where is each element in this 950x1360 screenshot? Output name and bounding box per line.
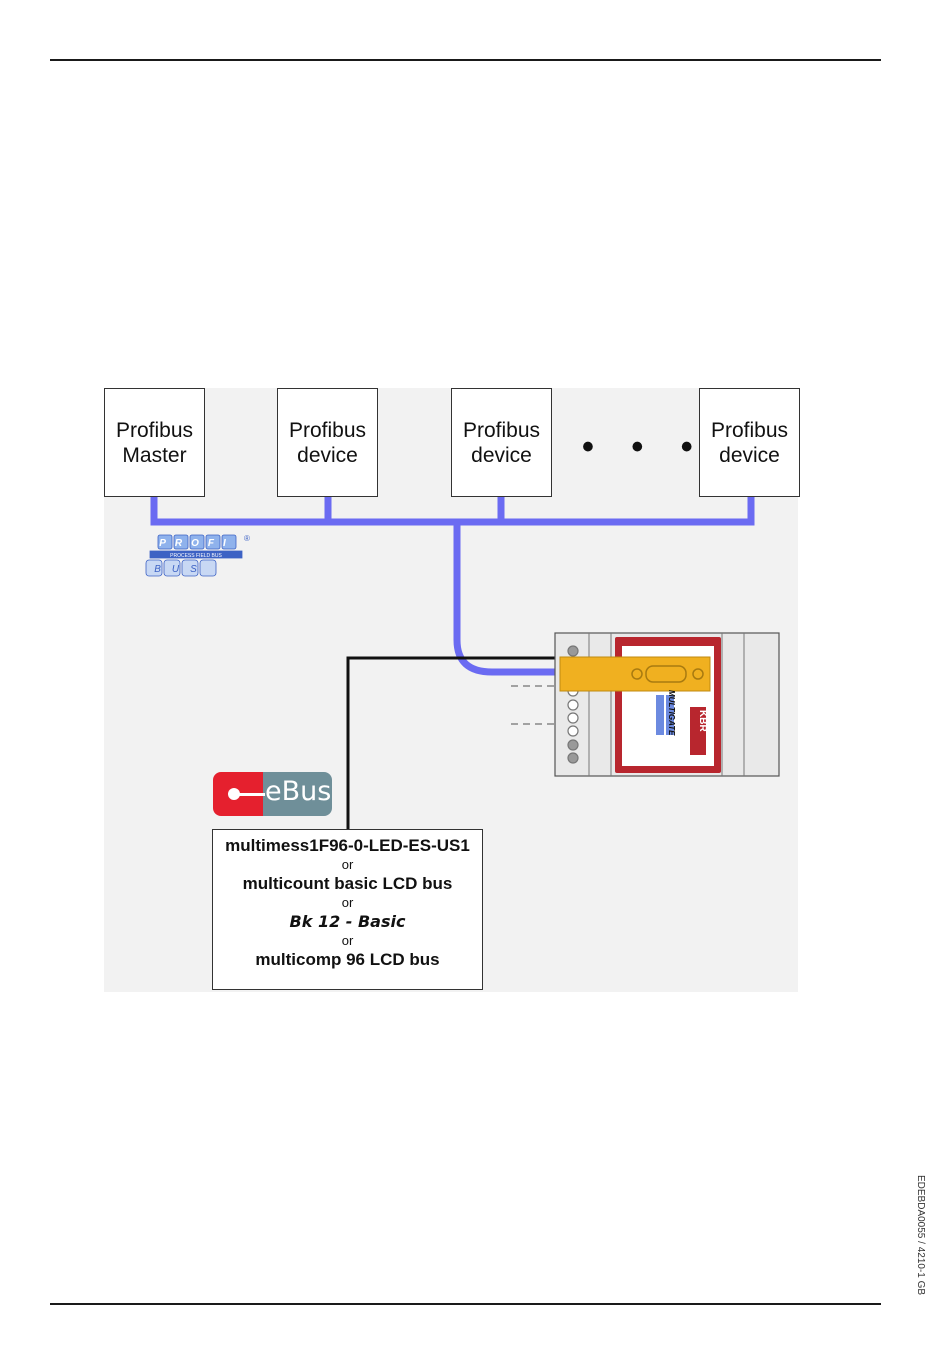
profibus-device-box-1: Profibus device [277,388,378,497]
or-label-2: or [213,895,482,911]
ebus-logo: eBus [213,772,332,816]
gateway-model-label: MULTIGATE [667,690,676,735]
device-name-1: multimess1F96-0-LED-ES-US1 [213,835,482,857]
ebus-devices-box: multimess1F96-0-LED-ES-US1 or multicount… [212,829,483,990]
profibus-connector [560,657,710,691]
profibus-logo-bottom: BUS [154,564,208,575]
ellipsis-dots: • • • [582,428,707,467]
profibus-master-box: Profibus Master [104,388,205,497]
profibus-logo: PROFI PROCESS FIELD BUS BUS ® [142,533,254,581]
profibus-logo-mid: PROCESS FIELD BUS [170,553,222,559]
profibus-device-box-2: Profibus device [451,388,552,497]
device-name-3: Bk 12 - Basic [213,911,482,933]
ebus-logo-text: eBus [265,776,331,807]
bottom-rule [50,1303,881,1305]
device-name-4: multicomp 96 LCD bus [213,949,482,971]
profibus-main-bus [154,497,751,522]
document-id: EDEBDA0055 / 4210-1 GB [915,1175,926,1295]
profibus-device-box-3: Profibus device [699,388,800,497]
ebus-line [348,658,560,829]
ebus-line-icon [239,793,265,796]
profibus-logo-top: PROFI [159,538,235,549]
or-label-3: or [213,933,482,949]
or-label-1: or [213,857,482,873]
device-name-2: multicount basic LCD bus [213,873,482,895]
registered-mark: ® [244,534,250,543]
gateway-brand-label: KBR [697,710,708,732]
